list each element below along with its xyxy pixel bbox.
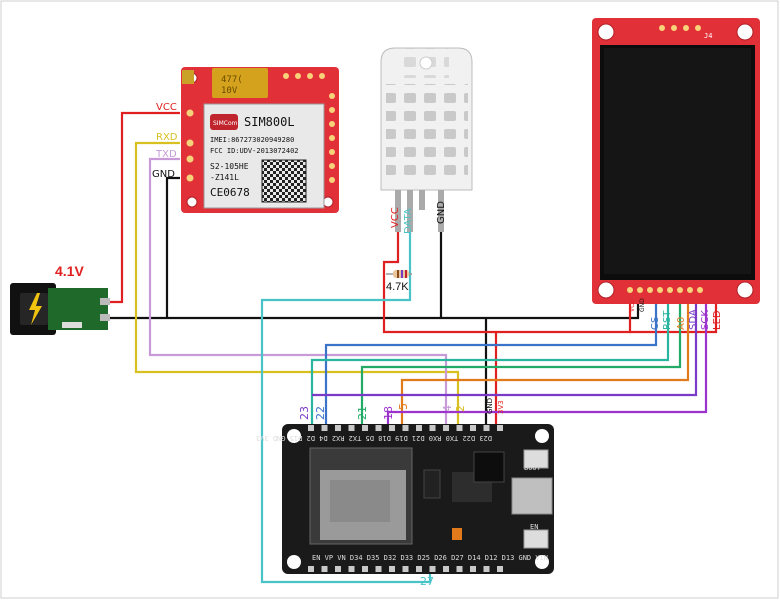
- dht-pin-data: DATA: [403, 208, 414, 234]
- wire-label-18: 18: [382, 406, 395, 420]
- battery-jack: 4.1V: [10, 263, 110, 335]
- svg-text:10V: 10V: [221, 86, 238, 96]
- wire-label-22: 22: [314, 406, 327, 420]
- wire-gnd-sim: [165, 176, 180, 318]
- resistor-label: 4.7K: [386, 281, 409, 293]
- wire-txd: [148, 157, 448, 425]
- sim800l-title: SIM800L: [244, 115, 295, 129]
- esp-top-pin: [375, 425, 382, 431]
- wire-vcc-sim: [108, 111, 180, 304]
- sim800l-model1: S2-105HE: [210, 162, 249, 171]
- wire-rst: [310, 296, 670, 425]
- esp-top-pin: [429, 425, 436, 431]
- lightning-bolt-icon: [29, 293, 42, 325]
- tft-pin-a0: A0: [676, 317, 687, 330]
- esp-bottom-pin: [443, 566, 449, 572]
- tft-pin-sck: SCK: [700, 310, 711, 330]
- en-button: [523, 529, 549, 549]
- esp-top-pin: [308, 425, 314, 431]
- wire-label-21: 21: [356, 406, 369, 420]
- sim-pin-gnd: GND: [152, 169, 175, 180]
- wire-label-3v3: 3V3: [497, 400, 505, 414]
- esp-bottom-pin: [335, 566, 341, 572]
- sim800l-model2: -Z141L: [210, 173, 239, 182]
- sim800l-ce-mark: CE0678: [210, 186, 250, 199]
- wire-label-gnd: GND: [486, 398, 494, 414]
- boot-button: [523, 449, 549, 469]
- tft-pin-gnd: GND: [639, 298, 646, 312]
- esp-bottom-pin: [483, 566, 490, 572]
- tft-pin-vcc: VCC: [629, 300, 636, 312]
- esp-top-pin: [443, 425, 449, 431]
- qr-code-icon: [261, 159, 307, 203]
- wire-label-5: 5: [397, 403, 410, 410]
- boot-label: BOOT: [524, 464, 542, 472]
- esp-top-pin: [335, 425, 341, 431]
- en-label: EN: [530, 523, 538, 531]
- svg-text:477(: 477(: [221, 75, 243, 85]
- esp-top-pin-labels: D23 D22 TX0 RX0 D21 D19 D18 D5 TX2 RX2 D…: [256, 434, 492, 442]
- esp-bottom-pin: [497, 566, 503, 572]
- tft-pin-led: LED: [712, 310, 723, 330]
- sim800l-module: 477( 10V SIMCom SIM800L IMEI:86727302094…: [152, 67, 339, 213]
- wire-label-23: 23: [298, 406, 311, 420]
- wire-rxd: [134, 141, 460, 425]
- wire-cs: [324, 296, 658, 425]
- battery-voltage-label: 4.1V: [55, 263, 84, 279]
- wire-label-4: 4: [441, 405, 454, 412]
- tft-pin-rst: RST: [662, 310, 673, 330]
- esp-bottom-pin-labels: EN VP VN D34 D35 D32 D33 D25 D26 D27 D14…: [312, 554, 548, 562]
- esp32-board: D23 D22 TX0 RX0 D21 D19 D18 D5 TX2 RX2 D…: [256, 424, 554, 574]
- wire-label-27: 27: [420, 575, 434, 588]
- wire-label-2: 2: [454, 405, 467, 412]
- dht-sensor: VCC DATA GND: [380, 47, 473, 234]
- esp-top-pin: [456, 425, 463, 431]
- esp-top-pin: [362, 425, 368, 431]
- esp-bottom-pin: [456, 566, 463, 572]
- esp-top-pin: [402, 425, 409, 431]
- tft-pin-sda: SDA: [688, 309, 699, 330]
- wire-led: [630, 296, 718, 334]
- wire-3v3: [382, 232, 632, 334]
- esp-bottom-pin: [402, 566, 409, 572]
- esp-top-pin: [483, 425, 490, 431]
- tft-pin-cs: CS: [650, 317, 661, 330]
- sim800l-fcc: FCC ID:UDV-2013072402: [210, 147, 299, 155]
- wire-data: [260, 232, 432, 584]
- esp-bottom-pin: [429, 566, 436, 572]
- sim-pin-rxd: RXD: [156, 132, 178, 143]
- sim-pin-txd: TXD: [155, 149, 177, 160]
- esp-top-pin: [497, 425, 503, 431]
- esp-top-pin: [348, 425, 355, 431]
- svg-text:SIMCom: SIMCom: [213, 120, 238, 127]
- esp-top-pin: [321, 425, 328, 431]
- pullup-resistor: 4.7K: [386, 270, 412, 293]
- esp-bottom-pin: [321, 566, 328, 572]
- esp-bottom-pin: [470, 566, 476, 572]
- esp-bottom-pin: [308, 566, 314, 572]
- esp-bottom-pin: [416, 566, 422, 572]
- esp-top-pin: [470, 425, 476, 431]
- sim800l-imei: IMEI:867273020949280: [210, 136, 294, 144]
- esp-top-pin: [416, 425, 422, 431]
- wire-d5: [400, 296, 690, 425]
- sim-pin-vcc: VCC: [156, 102, 177, 113]
- wire-sda: [312, 296, 698, 397]
- esp-bottom-pin: [389, 566, 395, 572]
- esp-bottom-pin: [348, 566, 355, 572]
- esp-bottom-pin: [375, 566, 382, 572]
- wire-sck: [386, 296, 708, 425]
- dht-pin-vcc: VCC: [390, 207, 401, 228]
- tft-header-label: J4: [704, 32, 712, 40]
- esp-top-pin: [389, 425, 395, 431]
- dht-pin-gnd: GND: [436, 201, 447, 224]
- esp-bottom-pin: [362, 566, 368, 572]
